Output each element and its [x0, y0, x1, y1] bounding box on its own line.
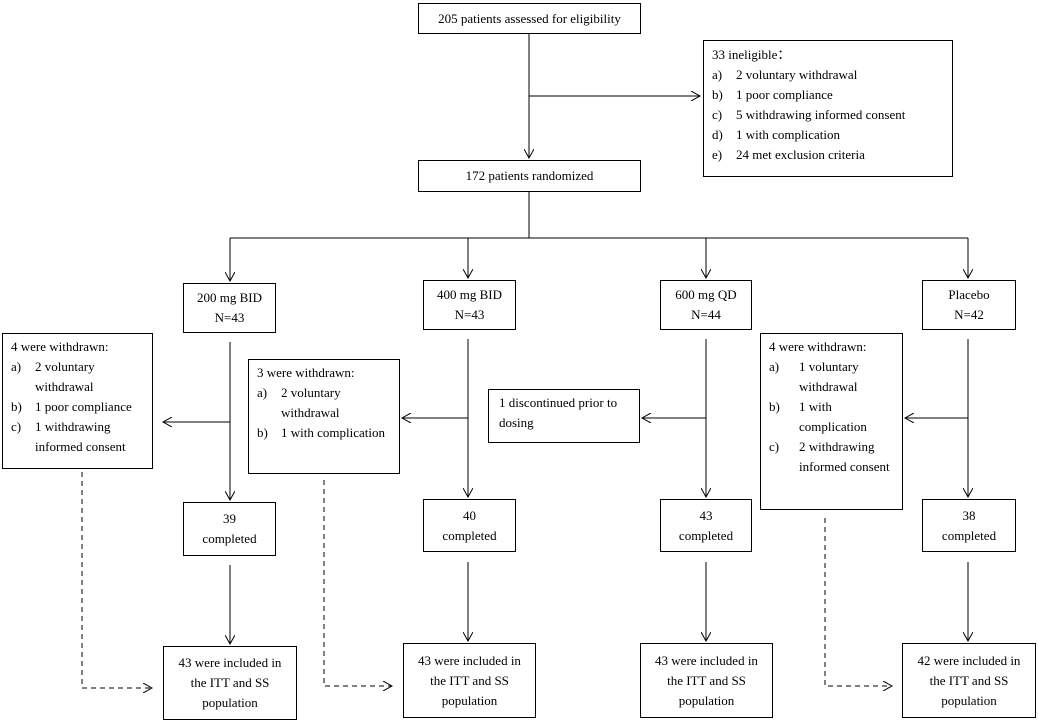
- item-text: 2 voluntary withdrawal: [736, 67, 858, 82]
- assessed-text: 205 patients assessed for eligibility: [438, 10, 621, 26]
- completed-count: 40: [463, 507, 476, 523]
- arm-box-600mg: 600 mg QD N=44: [660, 280, 752, 330]
- itt-box-placebo: 42 were included in the ITT and SS popul…: [902, 643, 1036, 718]
- withdrawn-box-200mg: 4 were withdrawn: a) 2 voluntary withdraw…: [2, 333, 153, 469]
- item-key: b): [257, 425, 268, 440]
- itt-text: 43 were included in the ITT and SS popul…: [178, 655, 282, 710]
- item-key: d): [712, 127, 723, 142]
- discontinued-box-600mg: 1 discontinued prior to dosing: [488, 389, 640, 443]
- item-key: b): [712, 87, 723, 102]
- itt-box-600mg: 43 were included in the ITT and SS popul…: [640, 643, 773, 718]
- item-text: 2 withdrawing informed consent: [799, 439, 890, 474]
- item-text: 5 withdrawing informed consent: [736, 107, 906, 122]
- completed-box-placebo: 38 completed: [922, 499, 1016, 552]
- item-key: a): [769, 359, 780, 374]
- arm-n: N=43: [214, 310, 245, 325]
- withdrawn-box-placebo: 4 were withdrawn: a) 1 voluntary withdraw…: [760, 333, 903, 510]
- item-key: a): [11, 359, 22, 374]
- item-text: 1 poor compliance: [736, 87, 833, 102]
- completed-box-400mg: 40 completed: [423, 499, 516, 552]
- randomized-text: 172 patients randomized: [465, 168, 594, 183]
- assessed-box: 205 patients assessed for eligibility: [418, 3, 641, 34]
- completed-label: completed: [941, 527, 997, 543]
- item-text: 1 with complication: [281, 425, 385, 440]
- item-key: b): [769, 399, 780, 414]
- withdrawn-box-400mg: 3 were withdrawn: a) 2 voluntary withdraw…: [248, 359, 400, 474]
- withdrawn-title: 4 were withdrawn:: [11, 339, 109, 354]
- item-text: 1 poor compliance: [35, 399, 132, 414]
- item-text: 2 voluntary withdrawal: [35, 359, 95, 394]
- item-key: c): [11, 419, 22, 434]
- item-text: 1 withdrawing informed consent: [35, 419, 126, 454]
- itt-box-400mg: 43 were included in the ITT and SS popul…: [403, 643, 536, 718]
- arm-name: 200 mg BID: [197, 290, 262, 305]
- item-key: a): [257, 385, 268, 400]
- arm-name: 400 mg BID: [437, 287, 502, 302]
- itt-box-200mg: 43 were included in the ITT and SS popul…: [163, 646, 297, 720]
- itt-text: 42 were included in the ITT and SS popul…: [917, 652, 1021, 708]
- completed-label: completed: [202, 531, 257, 546]
- arm-n: N=44: [691, 307, 721, 322]
- withdrawn-title: 3 were withdrawn:: [257, 365, 355, 380]
- completed-count: 39: [223, 511, 236, 526]
- arm-n: N=42: [954, 307, 984, 322]
- item-key: a): [712, 67, 723, 82]
- completed-box-600mg: 43 completed: [660, 499, 752, 552]
- item-text: 24 met exclusion criteria: [736, 147, 865, 162]
- item-key: c): [769, 439, 780, 454]
- arm-name: Placebo: [948, 287, 990, 302]
- item-text: 1 with complication: [799, 399, 867, 434]
- randomized-box: 172 patients randomized: [418, 160, 641, 192]
- item-key: b): [11, 399, 22, 414]
- ineligible-title: 33 ineligible：: [712, 47, 791, 62]
- completed-count: 43: [699, 507, 713, 523]
- arm-box-400mg: 400 mg BID N=43: [423, 280, 516, 330]
- completed-label: completed: [442, 527, 497, 543]
- completed-label: completed: [678, 527, 734, 543]
- completed-box-200mg: 39 completed: [183, 502, 276, 556]
- item-text: 2 voluntary withdrawal: [281, 385, 341, 420]
- completed-count: 38: [962, 507, 976, 523]
- arm-n: N=43: [454, 307, 485, 322]
- discontinued-text: 1 discontinued prior to dosing: [499, 395, 618, 430]
- itt-text: 43 were included in the ITT and SS popul…: [655, 652, 758, 708]
- item-key: e): [712, 147, 723, 162]
- item-key: c): [712, 107, 723, 122]
- ineligible-box: 33 ineligible： a)2 voluntary withdrawal …: [703, 40, 953, 177]
- arm-name: 600 mg QD: [675, 287, 737, 302]
- itt-text: 43 were included in the ITT and SS popul…: [418, 652, 521, 708]
- withdrawn-title: 4 were withdrawn:: [769, 339, 867, 354]
- arm-box-200mg: 200 mg BID N=43: [183, 283, 276, 333]
- item-text: 1 voluntary withdrawal: [799, 359, 859, 394]
- item-text: 1 with complication: [736, 127, 840, 142]
